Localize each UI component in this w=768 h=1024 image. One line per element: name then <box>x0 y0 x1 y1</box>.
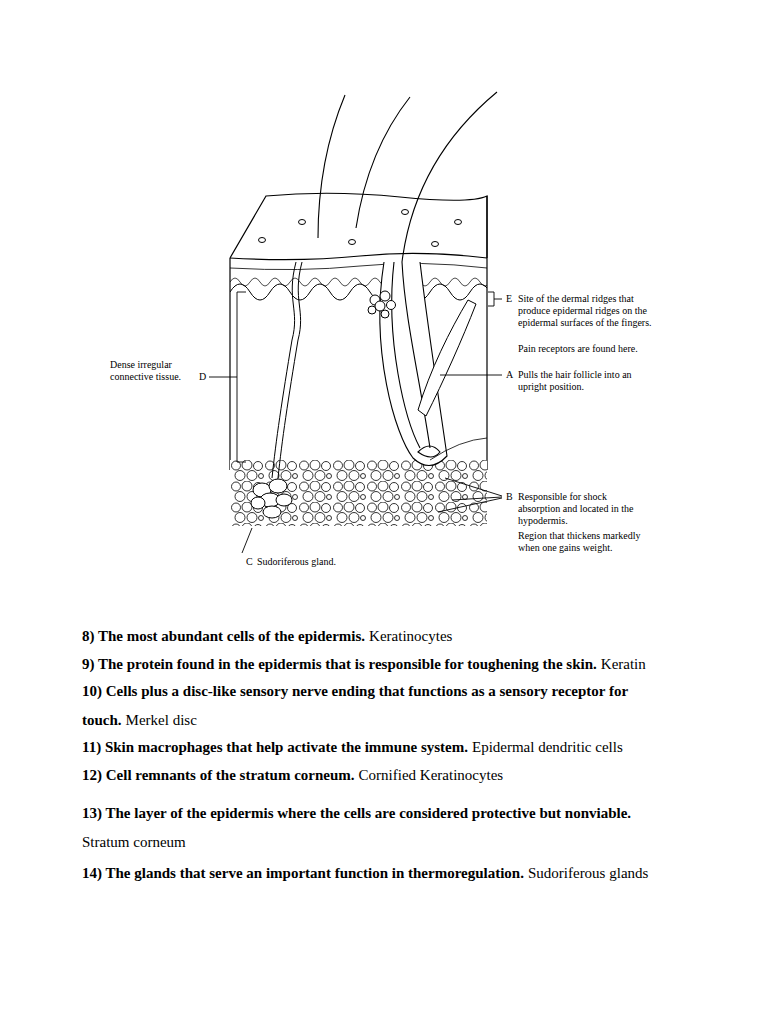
follicle-inner <box>392 262 420 448</box>
block-front-edge <box>230 253 487 259</box>
callout-letter: E <box>506 293 512 305</box>
coil-loop <box>263 506 281 518</box>
answer-text: Keratinocytes <box>369 628 452 644</box>
pore <box>402 210 409 215</box>
callout-text: Site of the dermal ridges that produce e… <box>518 293 658 329</box>
callout-text: Pulls the hair follicle into an upright … <box>518 369 643 393</box>
pores <box>259 210 462 247</box>
answer-text: Epidermal dendritic cells <box>472 739 623 755</box>
question-text: 8) The most abundant cells of the epider… <box>82 628 365 644</box>
stratum-line <box>230 263 487 269</box>
pore <box>432 242 439 247</box>
d-leader <box>209 377 237 378</box>
block-left-edge <box>229 258 230 470</box>
question-item: 9) The protein found in the epidermis th… <box>82 650 692 679</box>
c-leader <box>242 528 252 553</box>
gland-lobe <box>380 291 390 301</box>
block-right-edge <box>486 196 487 470</box>
e-bracket <box>488 292 502 306</box>
sweat-duct <box>272 262 296 478</box>
question-item: 12) Cell remnants of the stratum corneum… <box>82 761 692 790</box>
arrector-pili-muscle <box>418 300 476 416</box>
gland-lobe <box>387 301 396 310</box>
sweat-coil <box>251 479 292 518</box>
skin-surface <box>230 193 487 258</box>
hair-shaft <box>356 97 410 228</box>
question-item: 11) Skin macrophages that help activate … <box>82 733 692 762</box>
answer-text: Sudoriferous glands <box>528 865 648 881</box>
epidermal-ridges <box>230 278 487 286</box>
answer-text: Merkel disc <box>126 712 197 728</box>
epidermis <box>230 278 487 300</box>
answer-text: Cornified Keratinocytes <box>359 767 504 783</box>
hairs <box>318 95 410 238</box>
hair-shaft <box>402 92 497 448</box>
papilla-vessel <box>430 438 487 460</box>
question-item: 13) The layer of the epidermis where the… <box>82 799 692 857</box>
a-leader <box>440 375 502 376</box>
callout-text: Pain receptors are found here. <box>518 343 678 355</box>
callout-letter: C <box>246 556 253 568</box>
callout-text: Region that thickens markedly when one g… <box>518 530 653 554</box>
sweat-gland <box>251 262 302 518</box>
coil-loop <box>269 479 287 493</box>
pore <box>259 238 266 243</box>
d-bracket <box>237 292 246 462</box>
callout-letter: B <box>506 491 513 503</box>
hypodermis-fat <box>230 460 487 526</box>
callout-letter: Sudoriferous gland. <box>257 556 336 568</box>
leader-lines <box>209 292 502 553</box>
gland-lobe <box>381 310 389 318</box>
question-text: 12) Cell remnants of the stratum corneum… <box>82 767 355 783</box>
question-text: 13) The layer of the epidermis where the… <box>82 805 631 821</box>
skin-block <box>230 193 487 470</box>
question-text: 9) The protein found in the epidermis th… <box>82 656 597 672</box>
question-item: 8) The most abundant cells of the epider… <box>82 622 692 651</box>
callout-letter: A <box>506 369 513 381</box>
question-text: 11) Skin macrophages that help activate … <box>82 739 468 755</box>
callout-text: Dense irregular connective tissue. <box>110 359 196 383</box>
sebaceous-gland <box>368 291 396 318</box>
pore <box>299 220 306 225</box>
callout-text: Responsible for shock absorption and loc… <box>518 491 646 527</box>
coil-loop <box>276 494 292 506</box>
dermal-papillae <box>230 284 487 300</box>
hair-follicle <box>380 92 497 466</box>
coil-loop <box>251 497 265 509</box>
question-text: 14) The glands that serve an important f… <box>82 865 524 881</box>
gland-lobe <box>375 301 385 311</box>
callout-letter: D <box>199 371 206 383</box>
gland-lobe <box>368 306 376 314</box>
b-leader <box>438 478 502 512</box>
sweat-duct <box>278 262 302 478</box>
question-item: 10) Cells plus a disc-like sensory nerve… <box>82 677 692 735</box>
question-item: 14) The glands that serve an important f… <box>82 859 692 888</box>
answer-text: Stratum corneum <box>82 828 692 857</box>
hair-shaft <box>318 95 345 238</box>
pore <box>349 240 356 245</box>
answer-text: Keratin <box>601 656 646 672</box>
pore <box>455 220 462 225</box>
